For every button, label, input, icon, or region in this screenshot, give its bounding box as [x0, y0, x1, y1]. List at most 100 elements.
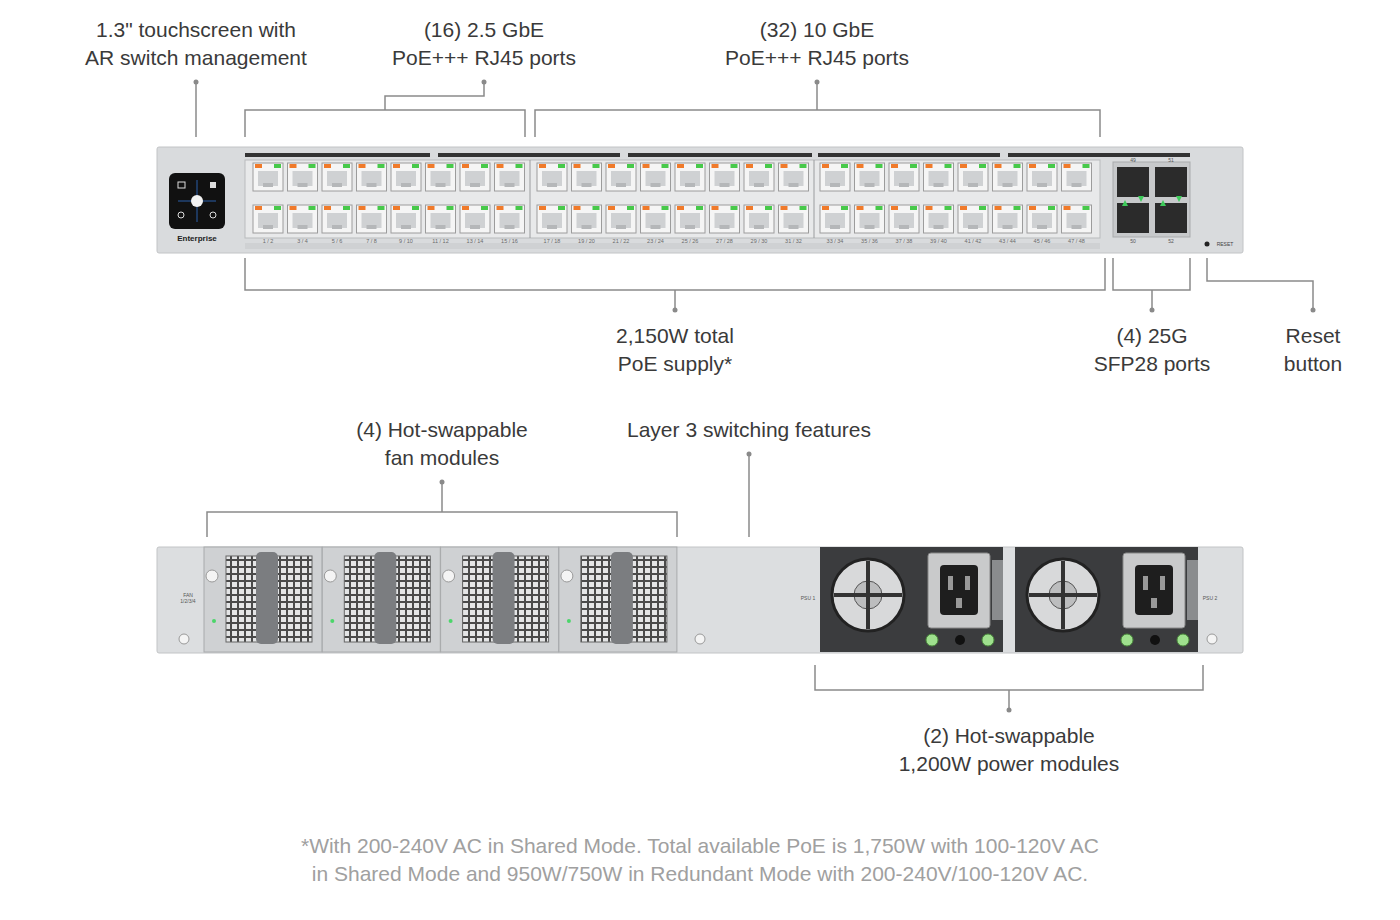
rj45-port [993, 205, 1023, 233]
rj45-latch [685, 225, 695, 229]
psu-led [982, 634, 994, 646]
rj45-latch [865, 225, 875, 229]
rj45-port [288, 205, 318, 233]
rj45-socket [646, 213, 666, 228]
rj45-socket [894, 213, 914, 228]
callout-label: (4) Hot-swappable fan modules [317, 416, 567, 472]
port-led [677, 164, 684, 168]
rj45-latch [685, 183, 695, 187]
port-led [593, 206, 600, 210]
callout-label: 1.3" touchscreen with AR switch manageme… [46, 16, 346, 72]
port-led [324, 206, 331, 210]
power-modules [820, 547, 1198, 652]
port-label: 39 / 40 [922, 238, 956, 245]
inlet-pin [1143, 576, 1148, 590]
port-led [822, 206, 829, 210]
port-led [662, 164, 669, 168]
rj45-latch [830, 225, 840, 229]
port-led [765, 164, 772, 168]
port-led [781, 164, 788, 168]
rj45-socket [929, 171, 949, 186]
port-led [539, 206, 546, 210]
port-led [274, 206, 281, 210]
psu-led [1121, 634, 1133, 646]
port-led [627, 206, 634, 210]
port-led [1014, 164, 1021, 168]
port-led [712, 164, 719, 168]
rj45-latch [754, 183, 764, 187]
psu-button [1150, 635, 1160, 645]
port-label: 25 / 26 [673, 238, 707, 245]
port-led [462, 206, 469, 210]
psu-fan [1027, 559, 1099, 631]
rj45-socket [611, 213, 631, 228]
port-led [1083, 206, 1090, 210]
port-led [1064, 206, 1071, 210]
rj45-port [958, 163, 988, 191]
rj45-socket [715, 213, 735, 228]
callout-label: (32) 10 GbE PoE+++ RJ45 ports [692, 16, 942, 72]
port-led [643, 164, 650, 168]
port-led [1048, 206, 1055, 210]
rj45-latch [401, 183, 411, 187]
rj45-socket [396, 213, 416, 228]
footnote-caption: *With 200-240V AC in Shared Mode. Total … [145, 832, 1255, 888]
port-led [765, 206, 772, 210]
rj45-socket [542, 213, 562, 228]
rj45-latch [401, 225, 411, 229]
rj45-ports [253, 163, 1092, 233]
port-label: 1 / 2 [251, 238, 285, 245]
port-label: 33 / 34 [818, 238, 852, 245]
port-led [428, 164, 435, 168]
rj45-port [460, 205, 490, 233]
rj45-socket [431, 213, 451, 228]
port-label: 31 / 32 [777, 238, 811, 245]
thumb-screw [206, 570, 218, 582]
port-led [979, 164, 986, 168]
rj45-socket [998, 171, 1018, 186]
callout-label: (16) 2.5 GbE PoE+++ RJ45 ports [364, 16, 604, 72]
inlet-pin [965, 576, 970, 590]
rj45-latch [263, 183, 273, 187]
inlet-pin [948, 576, 953, 590]
rj45-socket [963, 213, 983, 228]
rj45-latch [1003, 225, 1013, 229]
rj45-port [958, 205, 988, 233]
port-led [481, 206, 488, 210]
port-led [945, 164, 952, 168]
rj45-latch [505, 225, 515, 229]
rj45-port [357, 163, 387, 191]
rj45-latch [899, 225, 909, 229]
rj45-socket [258, 213, 278, 228]
rj45-latch [934, 225, 944, 229]
port-label: 17 / 18 [535, 238, 569, 245]
rj45-latch [582, 225, 592, 229]
port-led [857, 164, 864, 168]
port-led [696, 206, 703, 210]
rj45-socket [577, 171, 597, 186]
rj45-latch [436, 225, 446, 229]
rj45-latch [1072, 183, 1082, 187]
power-module [820, 547, 1003, 652]
rj45-socket [396, 171, 416, 186]
rj45-port [537, 163, 567, 191]
rj45-socket [293, 171, 313, 186]
port-label: 21 / 22 [604, 238, 638, 245]
rj45-latch [505, 183, 515, 187]
rj45-latch [547, 225, 557, 229]
port-led [746, 164, 753, 168]
port-led [539, 164, 546, 168]
rj45-port [391, 163, 421, 191]
rj45-port [495, 163, 525, 191]
port-led [359, 206, 366, 210]
port-led [378, 206, 385, 210]
port-led [255, 164, 262, 168]
rj45-port [924, 163, 954, 191]
port-led [309, 164, 316, 168]
port-label: 13 / 14 [458, 238, 492, 245]
rj45-socket [362, 213, 382, 228]
rj45-socket [465, 213, 485, 228]
port-led [574, 206, 581, 210]
rj45-socket [611, 171, 631, 186]
